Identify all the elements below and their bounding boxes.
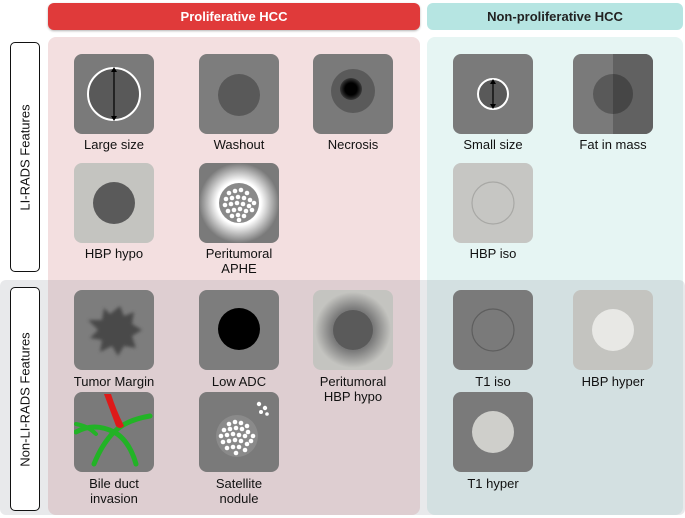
- fat-in-mass-tile: [573, 54, 653, 134]
- non-li-rads-features-row-label: Non-LI-RADS Features: [10, 287, 40, 511]
- li-rads-features-text: LI-RADS Features: [18, 104, 33, 210]
- necrosis-tile: [313, 54, 393, 134]
- small-size-tile: [453, 54, 533, 134]
- non-proliferative-hcc-header: Non-proliferative HCC: [427, 3, 683, 30]
- satellite-nodule-tile: [199, 392, 279, 472]
- bile-duct-invasion-icon: [74, 392, 154, 472]
- peritumoral-hbp-hypo-tile: [313, 290, 393, 370]
- satellite-nodule-label-line2: nodule: [219, 491, 258, 506]
- hbp-hypo-icon: [74, 163, 154, 243]
- low-adc-label: Low ADC: [179, 374, 299, 389]
- large-size-tile: [74, 54, 154, 134]
- peritumoral-aphe-tile: [199, 163, 279, 243]
- small-size-icon: [453, 54, 533, 134]
- t1-hyper-icon: [453, 392, 533, 472]
- washout-tile: [199, 54, 279, 134]
- non-li-rads-features-text: Non-LI-RADS Features: [18, 332, 33, 466]
- hbp-iso-icon: [453, 163, 533, 243]
- tumor-margin-label: Tumor Margin: [54, 374, 174, 389]
- peritumoral-aphe-icon: [199, 163, 279, 243]
- peritumoral-hbp-hypo-label-line1: Peritumoral: [320, 374, 386, 389]
- proliferative-hcc-header: Proliferative HCC: [48, 3, 420, 30]
- hbp-hypo-label: HBP hypo: [54, 246, 174, 261]
- bile-duct-invasion-label: Bile duct invasion: [54, 476, 174, 506]
- washout-icon: [199, 54, 279, 134]
- t1-iso-tile: [453, 290, 533, 370]
- fat-in-mass-icon: [573, 54, 653, 134]
- peritumoral-aphe-label: Peritumoral APHE: [179, 246, 299, 276]
- hbp-hyper-icon: [573, 290, 653, 370]
- small-size-label: Small size: [433, 137, 553, 152]
- bile-duct-invasion-label-line2: invasion: [90, 491, 138, 506]
- necrosis-icon: [313, 54, 393, 134]
- large-size-icon: [74, 54, 154, 134]
- peritumoral-hbp-hypo-icon: [313, 290, 393, 370]
- t1-hyper-tile: [453, 392, 533, 472]
- satellite-nodule-label: Satellite nodule: [179, 476, 299, 506]
- tumor-margin-icon: [74, 290, 154, 370]
- t1-iso-icon: [453, 290, 533, 370]
- satellite-nodule-icon: [199, 392, 279, 472]
- bile-duct-invasion-label-line1: Bile duct: [89, 476, 139, 491]
- t1-hyper-label: T1 hyper: [433, 476, 553, 491]
- low-adc-tile: [199, 290, 279, 370]
- li-rads-features-row-label: LI-RADS Features: [10, 42, 40, 272]
- t1-iso-label: T1 iso: [433, 374, 553, 389]
- low-adc-icon: [199, 290, 279, 370]
- hbp-hyper-label: HBP hyper: [553, 374, 673, 389]
- peritumoral-hbp-hypo-label-line2: HBP hypo: [324, 389, 382, 404]
- peritumoral-aphe-label-line2: APHE: [221, 261, 256, 276]
- hbp-iso-label: HBP iso: [433, 246, 553, 261]
- peritumoral-hbp-hypo-label: Peritumoral HBP hypo: [293, 374, 413, 404]
- peritumoral-aphe-label-line1: Peritumoral: [206, 246, 272, 261]
- hbp-hypo-tile: [74, 163, 154, 243]
- washout-label: Washout: [179, 137, 299, 152]
- hbp-iso-tile: [453, 163, 533, 243]
- large-size-label: Large size: [54, 137, 174, 152]
- necrosis-label: Necrosis: [293, 137, 413, 152]
- hbp-hyper-tile: [573, 290, 653, 370]
- satellite-nodule-label-line1: Satellite: [216, 476, 262, 491]
- bile-duct-invasion-tile: [74, 392, 154, 472]
- fat-in-mass-label: Fat in mass: [553, 137, 673, 152]
- tumor-margin-tile: [74, 290, 154, 370]
